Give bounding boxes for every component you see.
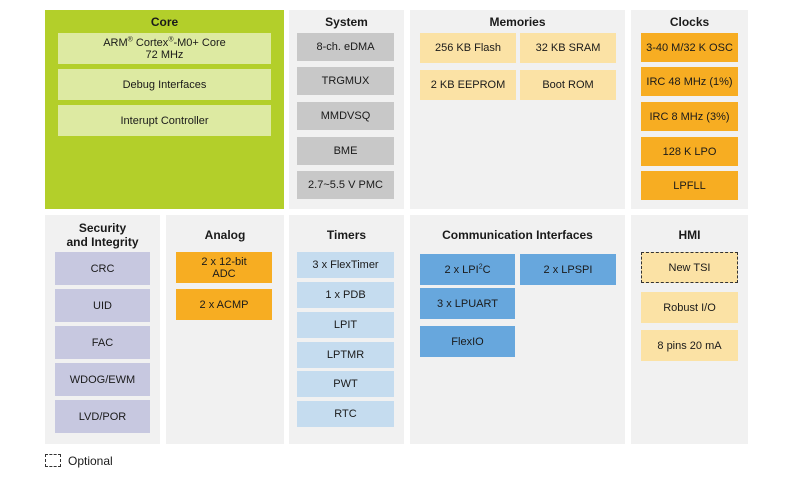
lpi2c-prefix: 2 x LPI (444, 263, 479, 276)
security-item: LVD/POR (55, 400, 150, 433)
memory-item: 32 KB SRAM (520, 33, 616, 63)
timer-item: 1 x PDB (297, 282, 394, 308)
clock-item: IRC 48 MHz (1%) (641, 67, 738, 96)
hmi-item: 8 pins 20 mA (641, 330, 738, 361)
cpu-label-mid: Cortex (132, 36, 169, 49)
clock-item: LPFLL (641, 171, 738, 200)
interrupt-controller-box: Interupt Controller (58, 105, 271, 136)
system-item: 8-ch. eDMA (297, 33, 394, 61)
system-item: BME (297, 137, 394, 165)
lpspi-box: 2 x LPSPI (520, 254, 616, 285)
cpu-label-suffix: -M0+ Core (173, 36, 226, 49)
timer-item: 3 x FlexTimer (297, 252, 394, 278)
clock-item: IRC 8 MHz (3%) (641, 102, 738, 131)
cpu-label-prefix: ARM (103, 36, 128, 49)
system-item: 2.7~5.5 V PMC (297, 171, 394, 199)
hmi-title: HMI (678, 228, 701, 242)
debug-interfaces-box: Debug Interfaces (58, 69, 271, 100)
adc-box: 2 x 12-bit ADC (176, 252, 272, 283)
clock-item: 128 K LPO (641, 137, 738, 166)
acmp-box: 2 x ACMP (176, 289, 272, 320)
security-item: WDOG/EWM (55, 363, 150, 396)
lpi2c-box: 2 x LPI2C (420, 254, 515, 285)
system-item: TRGMUX (297, 67, 394, 95)
clocks-panel: Clocks 3-40 M/32 K OSC IRC 48 MHz (1%) I… (631, 10, 748, 209)
security-item: CRC (55, 252, 150, 285)
comm-panel: Communication Interfaces 2 x LPI2C 2 x L… (410, 215, 625, 444)
timer-item: PWT (297, 371, 394, 397)
registered-mark-1: ® (127, 35, 133, 43)
core-panel: Core ARM® Cortex®-M0+ Core 72 MHz Debug … (45, 10, 284, 209)
core-title: Core (150, 15, 179, 29)
timer-item: LPTMR (297, 342, 394, 368)
memory-item: 256 KB Flash (420, 33, 516, 63)
lpi2c-superscript: 2 (478, 262, 483, 270)
memory-item: 2 KB EEPROM (420, 70, 516, 100)
timer-item: RTC (297, 401, 394, 427)
system-item: MMDVSQ (297, 102, 394, 130)
analog-title: Analog (204, 228, 246, 242)
security-title-line2: and Integrity (66, 235, 139, 249)
hmi-item-optional: New TSI (641, 252, 738, 283)
clock-item: 3-40 M/32 K OSC (641, 33, 738, 62)
hmi-panel: HMI New TSI Robust I/O 8 pins 20 mA (631, 215, 748, 444)
optional-legend-swatch (45, 454, 61, 467)
memories-panel: Memories 256 KB Flash 32 KB SRAM 2 KB EE… (410, 10, 625, 209)
security-title: Security and Integrity (45, 221, 160, 249)
timers-panel: Timers 3 x FlexTimer 1 x PDB LPIT LPTMR … (289, 215, 404, 444)
cpu-box: ARM® Cortex®-M0+ Core 72 MHz (58, 33, 271, 64)
system-panel: System 8-ch. eDMA TRGMUX MMDVSQ BME 2.7~… (289, 10, 404, 209)
clocks-title: Clocks (669, 15, 710, 29)
adc-line2: ADC (212, 267, 236, 280)
comm-title: Communication Interfaces (442, 228, 593, 242)
security-item: UID (55, 289, 150, 322)
cpu-frequency: 72 MHz (145, 48, 184, 61)
lpi2c-suffix: C (482, 263, 491, 276)
lpuart-box: 3 x LPUART (420, 288, 515, 319)
memory-item: Boot ROM (520, 70, 616, 100)
adc-line1: 2 x 12-bit (201, 255, 247, 268)
analog-panel: Analog 2 x 12-bit ADC 2 x ACMP (166, 215, 284, 444)
timer-item: LPIT (297, 312, 394, 338)
system-title: System (325, 15, 368, 29)
registered-mark-2: ® (168, 35, 174, 43)
flexio-box: FlexIO (420, 326, 515, 357)
optional-legend-label: Optional (68, 454, 113, 468)
hmi-item: Robust I/O (641, 292, 738, 323)
security-item: FAC (55, 326, 150, 359)
security-title-line1: Security (78, 221, 127, 235)
security-panel: Security and Integrity CRC UID FAC WDOG/… (45, 215, 160, 444)
timers-title: Timers (326, 228, 367, 242)
memories-title: Memories (489, 15, 546, 29)
